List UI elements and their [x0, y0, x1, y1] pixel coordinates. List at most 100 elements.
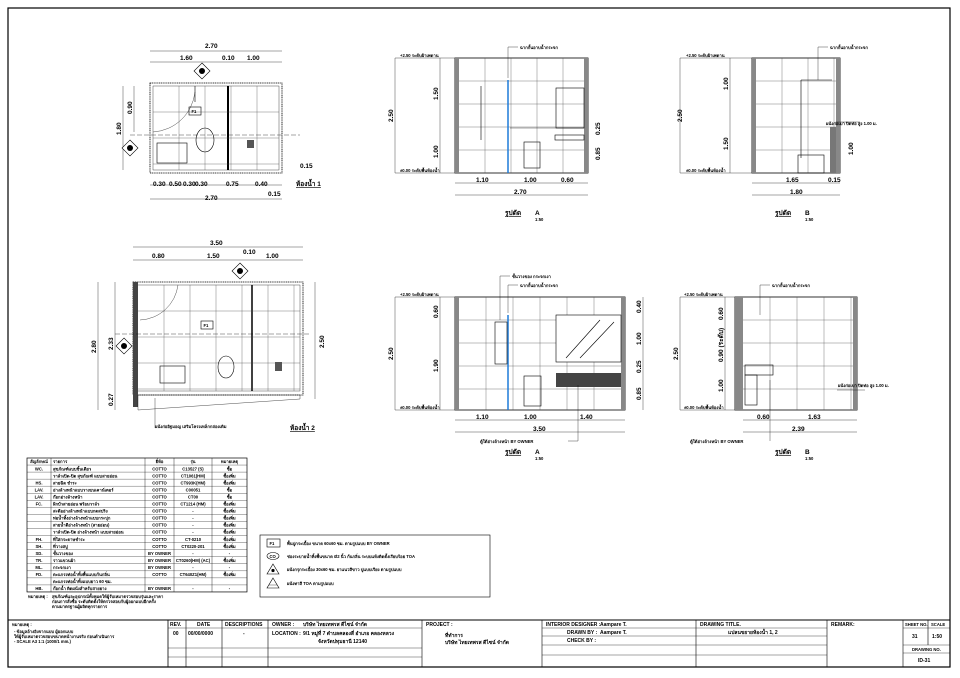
table-cell: COTTO: [152, 523, 167, 528]
level-label: ±0.00 ระดับพื้นห้องน้ำ: [684, 403, 724, 410]
legend-text: พื้นปูกระเบื้อง ขนาด 60x60 ซม. ตามรูปแบบ…: [287, 539, 390, 547]
plan1-dim-bottom: 0.30: [183, 181, 196, 188]
rev-value: 00: [173, 631, 179, 637]
dim-right: 0.85: [595, 147, 602, 160]
plan1-toilet: [195, 127, 215, 153]
dim-right: 1.00: [636, 332, 643, 345]
dim-total: 3.50: [533, 426, 546, 433]
wall-tile-triangle-icon: [266, 563, 280, 575]
plan2-floor-tag: F1: [204, 323, 210, 328]
plan1-dim-total-width-bottom: 2.70: [205, 195, 218, 202]
table-cell: ซื้อเพิ่ม: [223, 471, 236, 478]
toilet: [523, 141, 541, 169]
rev-label: REV.: [170, 622, 182, 628]
level-label: ±0.00 ระดับพื้นห้องน้ำ: [400, 403, 440, 410]
toilet: [797, 154, 825, 174]
table-cell: TR.: [36, 558, 43, 563]
scale-label: SCALE: [931, 622, 945, 627]
mirror: [555, 314, 622, 363]
legend: F1 พื้นปูกระเบื้อง ขนาด 60x60 ซม. ตามรูป…: [259, 534, 491, 598]
table-cell: อ่างล้างหน้าแบบวางบนเคาน์เตอร์: [53, 486, 114, 492]
plan2-floor-tag-box: [200, 320, 214, 330]
table-frame: [26, 457, 248, 593]
callout: ฉากกั้นอาบน้ำกระจก: [830, 43, 868, 50]
schedule-note-label: หมายเหตุ :: [28, 594, 48, 600]
table-cell: CT993K(HM): [181, 480, 206, 485]
schedule-note: ก่อนการสั่งซื้อ ระดับติดตั้งให้ตรวจสอบกั…: [52, 597, 156, 605]
table-cell: FH.: [36, 537, 43, 542]
table-header-cell: ยี่ห้อ: [155, 458, 164, 464]
location-line: 9/1 หมู่ที่ 7 ตำบลคลองสี่ อำเภอ คลองหลวง: [303, 629, 395, 638]
dim-right: 0.25: [595, 122, 602, 135]
table-cell: HS.: [36, 480, 43, 485]
table-cell: ซื้อเพิ่ม: [223, 535, 236, 542]
dim-lower: 1.90: [433, 359, 440, 372]
dim-bottom: 0.60: [561, 177, 574, 184]
table-cell: -: [229, 551, 231, 556]
table-cell: วาล์วเปิด-ปิด อ่างล้างหน้า แบบสายอ่อน: [53, 529, 124, 535]
table-cell: ที่ใส่กระดาษชำระ: [53, 536, 85, 542]
table-cell: COTTO: [152, 509, 167, 514]
table-cell: ซื้อเพิ่ม: [223, 570, 236, 577]
table-cell: ซื้อเพิ่ม: [223, 528, 236, 535]
section-marker-icon: [231, 262, 249, 280]
table-cell: LAV.: [35, 494, 44, 499]
dim-height: 2.50: [388, 109, 395, 122]
date-value: 00/00/0000: [188, 631, 213, 637]
level-label: +2.50 ระดับฝ้าเพดาน: [400, 291, 439, 297]
section-scale: 1:50: [535, 456, 544, 461]
table-row: สายน้ำดีอ่างล้างหน้า (สายอ่อน)COTTO-ซื้อ…: [53, 521, 236, 528]
table-cell: สายฉีด ชำระ: [53, 480, 77, 485]
table-cell: ซื้อ: [227, 485, 233, 492]
level-label: +2.50 ระดับฝ้าเพดาน: [400, 52, 439, 58]
table-cell: ซื้อเพิ่ม: [223, 542, 236, 549]
plan2-dim-top: 1.00: [266, 253, 279, 260]
plan2-shower-valve: [275, 362, 282, 371]
plan2-room-outline: [132, 281, 304, 396]
callout: ฉากกั้นอาบน้ำกระจก: [520, 43, 558, 50]
table-cell: ซื้อเพิ่ม: [223, 556, 236, 563]
level-label: +2.50 ระดับฝ้าเพดาน: [684, 291, 723, 297]
table-cell: WC.: [35, 466, 43, 471]
table-cell: COTTO: [152, 487, 167, 492]
table-cell: CT0220-201: [181, 544, 205, 549]
dim-bottom: 1.40: [580, 414, 593, 421]
remark-label: REMARK:: [831, 622, 855, 628]
section-scale: 1:50: [805, 217, 814, 222]
section-a-bathroom-2: +2.50 ระดับฝ้าเพดาน ±0.00 ระดับพื้นห้องน…: [388, 272, 644, 461]
designer-label: INTERIOR DESIGNER :: [546, 622, 601, 628]
sheet-no-label: SHEET NO.: [905, 622, 928, 627]
note-line: - SCALE A3 1:1 (1000/1 mm.): [14, 639, 71, 644]
table-cell: ซื้อเพิ่ม: [223, 478, 236, 485]
location-label: LOCATION :: [272, 631, 301, 637]
table-cell: ตะแกรงท่อน้ำทิ้งแบบยาว 60 ซม.: [53, 577, 112, 584]
table-cell: FC.: [36, 502, 43, 507]
vanity: [744, 364, 774, 376]
table-cell: ซื้อเพิ่ม: [223, 507, 236, 514]
section-b-bathroom-2: +2.50 ระดับฝ้าเพดาน ±0.00 ระดับพื้นห้องน…: [673, 281, 889, 461]
cleanout-icon: CO: [266, 552, 280, 560]
section-scale: 1:50: [805, 456, 814, 461]
owner-value: บริษัท ไทยเทพรส ดีไซน์ จำกัด: [303, 621, 367, 628]
table-row: ตะแกรงท่อน้ำทิ้งแบบยาว 60 ซม.: [53, 577, 112, 584]
drawing-title-label: DRAWING TITLE.: [700, 622, 741, 628]
plan1-dim-right: 0.15: [300, 163, 313, 170]
dim-lower: 1.50: [723, 137, 730, 150]
dim-bottom: 0.15: [828, 177, 841, 184]
table-cell: COTTO: [152, 480, 167, 485]
dim-upper: 1.00: [723, 77, 730, 90]
table-cell: COTTO: [152, 537, 167, 542]
note-line: - ข้อมูลอ้างอิงจากแบบ ผู้ออกแบบ: [14, 628, 74, 635]
vanity-cabinet: [556, 373, 621, 387]
schedule-note: ตามมาตรฐานผู้ผลิตทุกรายการ: [52, 603, 108, 610]
plan1-dim-left: 1.80: [116, 122, 123, 135]
section-mark: A: [535, 449, 540, 456]
table-cell: -: [192, 523, 194, 528]
table-cell: COTTO: [152, 572, 167, 577]
table-cell: -: [192, 509, 194, 514]
section-mark: B: [805, 449, 810, 456]
table-cell: ML.: [35, 565, 42, 570]
